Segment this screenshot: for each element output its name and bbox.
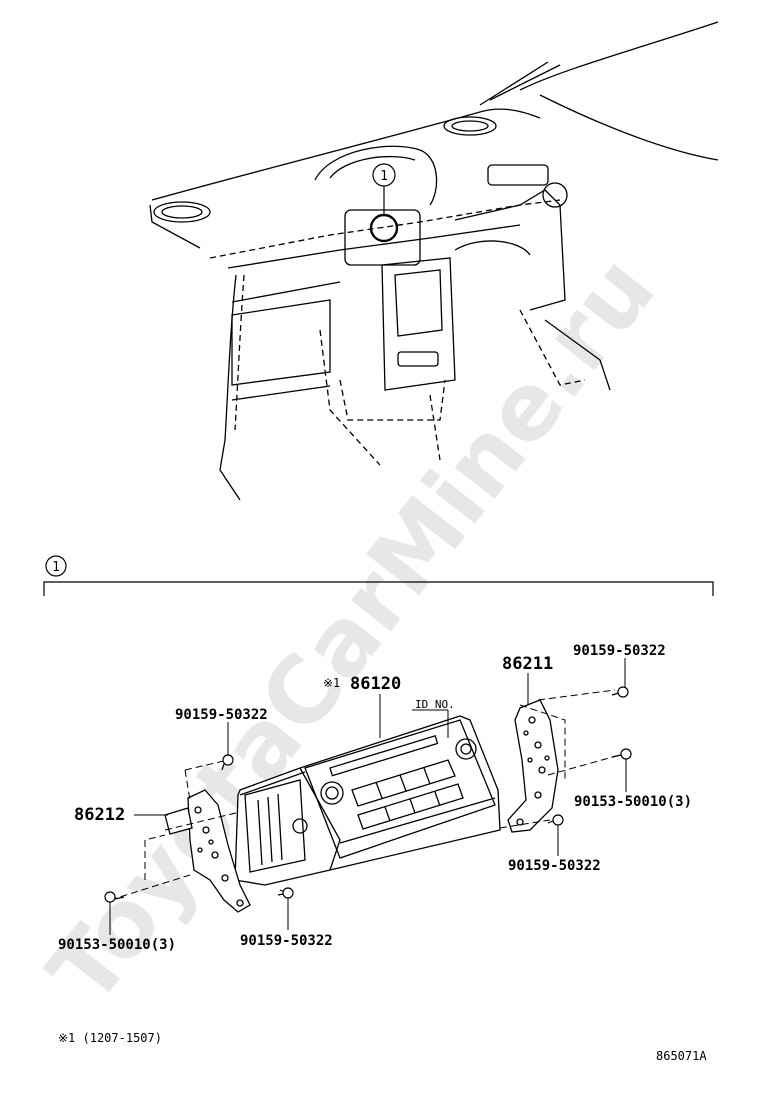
unit-note-mark: ※1 [323,676,340,690]
section-header: 1 [43,555,714,596]
screw-top-right-icon [611,686,629,698]
part-90159-50322-top-left: 90159-50322 [175,707,268,723]
callout-marker: 1 [372,163,396,216]
bracket-right [507,699,559,833]
unit-label: ※1 86120 [323,674,401,738]
figure-id: 865071A [656,1049,707,1063]
id-no-label: ID NO. [415,698,455,711]
id-no-tag: ID NO. [412,698,455,738]
part-90153-50010-left: 90153-50010(3) [58,937,176,953]
dashboard-illustration [149,21,719,501]
part-90153-50010-right: 90153-50010(3) [574,794,692,810]
part-86211: 86211 [502,654,553,674]
screw-lower-left-icon [277,887,294,899]
part-86212: 86212 [74,805,125,825]
part-90159-50322-top-right: 90159-50322 [573,643,666,659]
bolt-right-icon [611,748,632,760]
part-86120: 86120 [350,674,401,694]
watermark: ToyotaCarMine.ru [28,237,675,1024]
screw-lower-right-icon [547,814,564,826]
part-90159-50322-lower-left: 90159-50322 [240,933,333,949]
footnote: ※1 (1207-1507) [58,1031,162,1045]
leader-lines [109,658,627,935]
screw-top-left-icon [221,754,234,771]
assembly-lines [109,689,621,901]
part-90159-50322-lower-right: 90159-50322 [508,858,601,874]
section-number: 1 [52,560,60,575]
fasteners [104,686,632,903]
radio-unit [234,715,501,886]
callout-number: 1 [380,169,388,184]
